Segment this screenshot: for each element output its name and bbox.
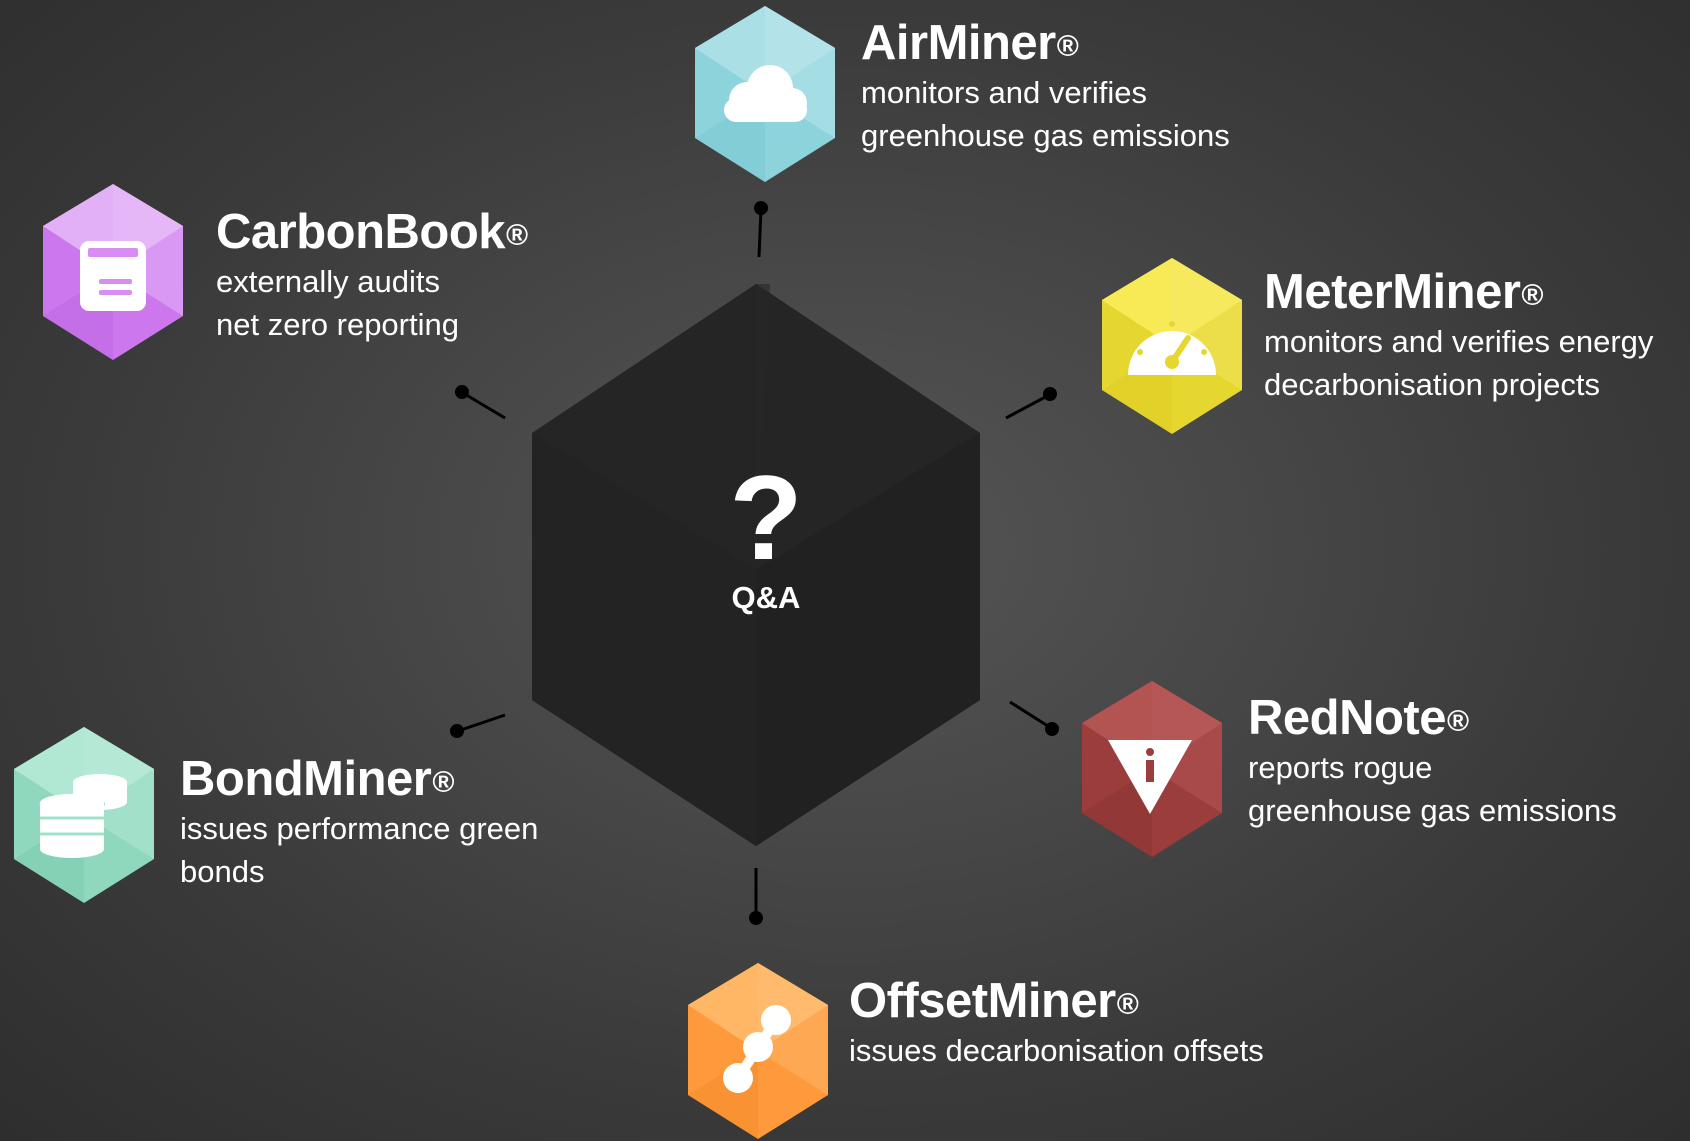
rednote-desc-line-1: reports rogue xyxy=(1248,750,1433,785)
carbonbook-title: CarbonBook® xyxy=(216,205,528,259)
meterminer-desc-line-2: decarbonisation projects xyxy=(1264,367,1601,402)
rednote-title: RedNote® xyxy=(1248,691,1469,745)
offset-icon xyxy=(723,1005,791,1093)
coins-icon xyxy=(39,774,127,858)
meterminer-hexagon xyxy=(1102,258,1242,434)
book-icon xyxy=(80,241,146,311)
gauge-icon xyxy=(1128,321,1216,375)
carbonbook-desc-line-1: externally audits xyxy=(216,264,441,299)
bondminer-desc-line-2: bonds xyxy=(180,854,265,889)
rednote-label: RedNote® reports rogue greenhouse gas em… xyxy=(1248,690,1617,832)
rednote-hexagon xyxy=(1082,681,1222,857)
qa-center: ? Q&A xyxy=(696,458,836,616)
connector-carbonbook xyxy=(455,385,506,420)
bondminer-label: BondMiner® issues performance green bond… xyxy=(180,751,538,893)
warning-icon xyxy=(1108,740,1192,814)
offsetminer-desc-line-1: issues decarbonisation offsets xyxy=(849,1033,1264,1068)
meterminer-label: MeterMiner® monitors and verifies energy… xyxy=(1264,264,1653,406)
bondminer-title: BondMiner® xyxy=(180,752,454,806)
meterminer-title: MeterMiner® xyxy=(1264,265,1543,319)
carbonbook-label: CarbonBook® externally audits net zero r… xyxy=(216,204,528,346)
airminer-label: AirMiner® monitors and verifies greenhou… xyxy=(861,15,1230,157)
connector-meterminer xyxy=(1005,387,1057,420)
meterminer-desc-line-1: monitors and verifies energy xyxy=(1264,324,1654,359)
airminer-desc-line-1: monitors and verifies xyxy=(861,75,1148,110)
question-mark-icon: ? xyxy=(729,451,803,585)
connector-offsetminer xyxy=(749,868,763,925)
qa-label: Q&A xyxy=(731,580,801,615)
rednote-desc-line-2: greenhouse gas emissions xyxy=(1248,793,1617,828)
airminer-hexagon xyxy=(695,6,835,182)
airminer-desc-line-2: greenhouse gas emissions xyxy=(861,118,1230,153)
offsetminer-label: OffsetMiner® issues decarbonisation offs… xyxy=(849,973,1264,1072)
connector-bondminer xyxy=(450,713,506,738)
carbonbook-hexagon xyxy=(43,184,183,360)
airminer-title: AirMiner® xyxy=(861,16,1079,70)
bondminer-hexagon xyxy=(14,727,154,903)
offsetminer-hexagon xyxy=(688,963,828,1139)
cloud-icon xyxy=(724,65,807,122)
connector-airminer xyxy=(754,201,768,258)
connector-rednote xyxy=(1009,700,1059,736)
bondminer-desc-line-1: issues performance green xyxy=(180,811,539,846)
offsetminer-title: OffsetMiner® xyxy=(849,974,1139,1028)
carbonbook-desc-line-2: net zero reporting xyxy=(216,307,459,342)
qa-cube xyxy=(532,284,980,846)
